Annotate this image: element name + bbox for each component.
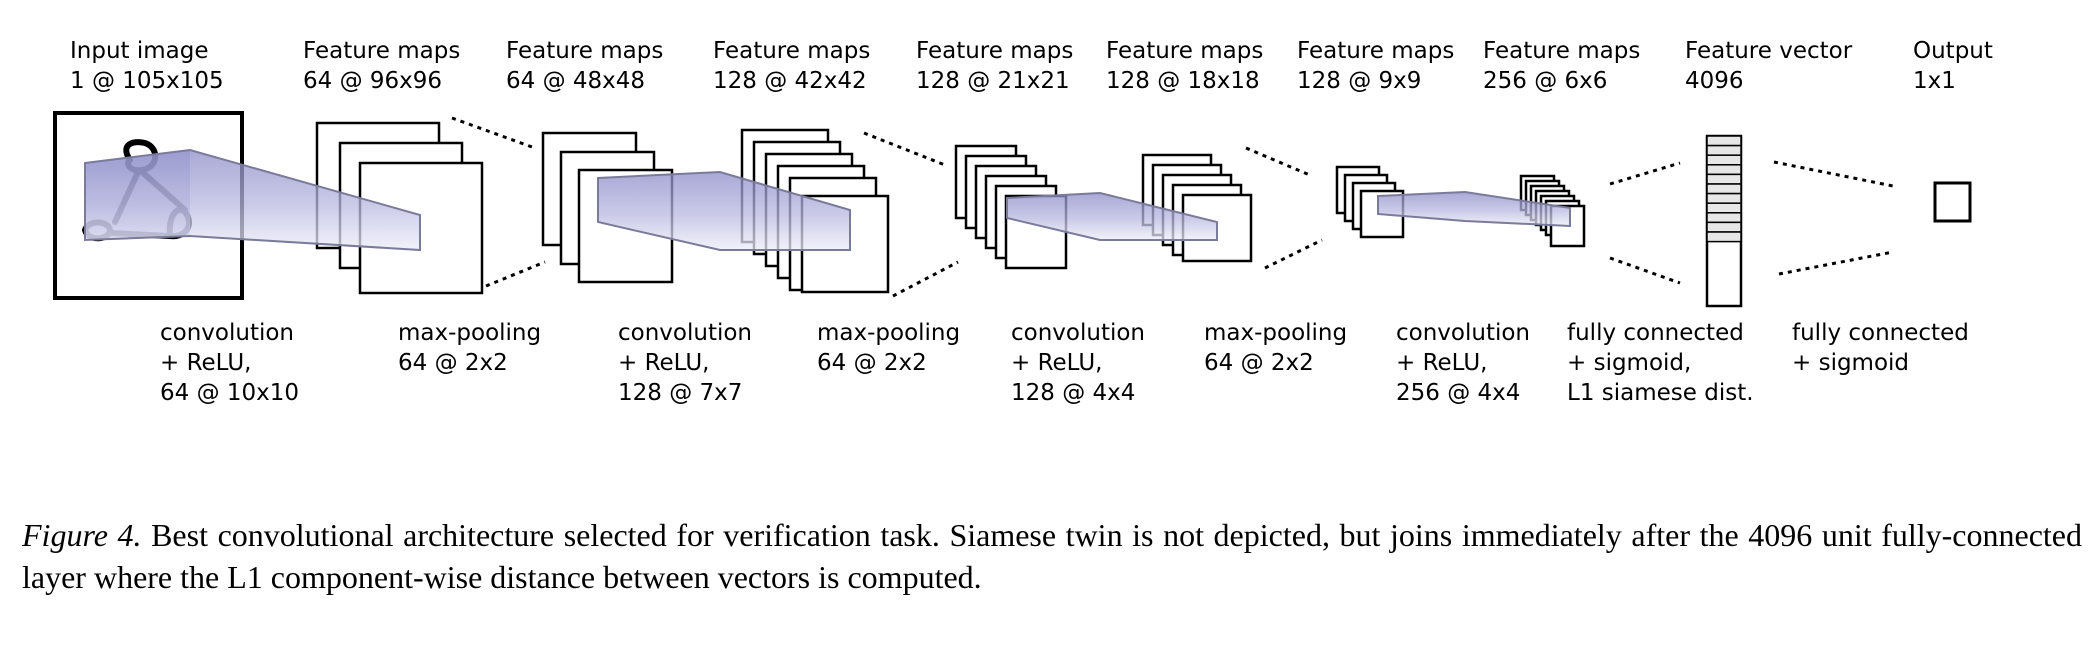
op-line: 64 @ 2x2 — [817, 350, 927, 376]
layer-dims: 1 @ 105x105 — [70, 68, 224, 94]
op-line: max-pooling — [1204, 320, 1348, 346]
vector-cell — [1706, 144, 1742, 156]
pool-connector-2 — [863, 131, 959, 298]
layer-title: Feature maps — [1297, 38, 1455, 64]
op-line: convolution — [160, 320, 295, 346]
vector-cell — [1706, 221, 1742, 233]
layer-dims: 128 @ 42x42 — [713, 68, 867, 94]
op-line: + ReLU, — [160, 350, 252, 376]
op-label-conv2: convolution + ReLU, 128 @ 7x7 — [618, 318, 752, 408]
op-line: L1 siamese dist. — [1567, 380, 1754, 406]
op-line: 64 @ 2x2 — [398, 350, 508, 376]
layer-title: Feature maps — [303, 38, 461, 64]
op-line: convolution — [1011, 320, 1146, 346]
op-line: fully connected — [1792, 320, 1969, 346]
layer-label-output: Output 1x1 — [1913, 36, 1993, 96]
layer-label-fm3: Feature maps 128 @ 42x42 — [713, 36, 870, 96]
layer-label-feature-vector: Feature vector 4096 — [1685, 36, 1852, 96]
vector-cell — [1706, 192, 1742, 204]
vector-cell — [1706, 164, 1742, 176]
kernel-projection-2 — [597, 170, 851, 251]
pool-connector-1 — [451, 116, 546, 288]
op-line: fully connected — [1567, 320, 1744, 346]
layer-dims: 128 @ 9x9 — [1297, 68, 1422, 94]
layer-dims: 64 @ 96x96 — [303, 68, 443, 94]
output-unit — [1933, 181, 1972, 223]
op-line: + sigmoid — [1792, 350, 1910, 376]
layer-label-fm7: Feature maps 256 @ 6x6 — [1483, 36, 1640, 96]
feature-vector-4096 — [1705, 134, 1743, 308]
kernel-projection-4 — [1377, 190, 1571, 228]
layer-title: Feature maps — [1483, 38, 1641, 64]
op-line: 64 @ 10x10 — [160, 380, 300, 406]
op-line: + ReLU, — [618, 350, 710, 376]
op-label-fc1: fully connected + sigmoid, L1 siamese di… — [1567, 318, 1754, 408]
vector-cell — [1706, 183, 1742, 195]
op-line: 128 @ 4x4 — [1011, 380, 1136, 406]
layer-title: Feature maps — [506, 38, 664, 64]
layer-label-fm5: Feature maps 128 @ 18x18 — [1106, 36, 1263, 96]
layer-title: Input image — [70, 38, 209, 64]
kernel-projection-3 — [1006, 191, 1218, 241]
vector-cell — [1706, 173, 1742, 185]
op-line: 256 @ 4x4 — [1396, 380, 1521, 406]
op-line: convolution — [618, 320, 753, 346]
kernel-projection-1 — [84, 148, 421, 252]
op-line: convolution — [1396, 320, 1531, 346]
op-label-fc2: fully connected + sigmoid — [1792, 318, 1969, 378]
op-line: max-pooling — [398, 320, 542, 346]
op-label-conv4: convolution + ReLU, 256 @ 4x4 — [1396, 318, 1530, 408]
architecture-diagram — [53, 111, 1972, 308]
layer-label-fm1: Feature maps 64 @ 96x96 — [303, 36, 460, 96]
layer-label-fm4: Feature maps 128 @ 21x21 — [916, 36, 1073, 96]
fc-connector-1 — [1609, 161, 1681, 285]
layer-title: Output — [1913, 38, 1993, 64]
caption-lead: Figure 4. — [22, 517, 142, 553]
op-label-pool2: max-pooling 64 @ 2x2 — [817, 318, 960, 378]
op-label-conv1: convolution + ReLU, 64 @ 10x10 — [160, 318, 299, 408]
op-line: + ReLU, — [1396, 350, 1488, 376]
op-line: + sigmoid, — [1567, 350, 1692, 376]
layer-dims: 128 @ 18x18 — [1106, 68, 1260, 94]
layer-title: Feature maps — [713, 38, 871, 64]
figure-caption: Figure 4. Best convolutional architectur… — [22, 514, 2082, 598]
layer-dims: 256 @ 6x6 — [1483, 68, 1608, 94]
vector-cell — [1706, 135, 1742, 147]
fc-connector-2 — [1773, 160, 1894, 276]
layer-dims: 128 @ 21x21 — [916, 68, 1070, 94]
op-line: 128 @ 7x7 — [618, 380, 743, 406]
op-label-pool3: max-pooling 64 @ 2x2 — [1204, 318, 1347, 378]
op-line: max-pooling — [817, 320, 961, 346]
op-label-conv3: convolution + ReLU, 128 @ 4x4 — [1011, 318, 1145, 408]
layer-title: Feature maps — [916, 38, 1074, 64]
layer-dims: 64 @ 48x48 — [506, 68, 646, 94]
op-line: 64 @ 2x2 — [1204, 350, 1314, 376]
layer-dims: 1x1 — [1913, 68, 1956, 94]
layer-label-fm6: Feature maps 128 @ 9x9 — [1297, 36, 1454, 96]
caption-text: Best convolutional architecture selected… — [22, 517, 2083, 595]
vector-cell — [1706, 212, 1742, 224]
op-label-pool1: max-pooling 64 @ 2x2 — [398, 318, 541, 378]
layer-title: Feature maps — [1106, 38, 1264, 64]
layer-dims: 4096 — [1685, 68, 1744, 94]
vector-cell — [1706, 202, 1742, 214]
layer-label-fm2: Feature maps 64 @ 48x48 — [506, 36, 663, 96]
pool-connector-3 — [1245, 146, 1323, 270]
vector-cell — [1706, 154, 1742, 166]
layer-title: Feature vector — [1685, 38, 1853, 64]
layer-label-input: Input image 1 @ 105x105 — [70, 36, 224, 96]
vector-cell — [1706, 231, 1742, 243]
op-line: + ReLU, — [1011, 350, 1103, 376]
